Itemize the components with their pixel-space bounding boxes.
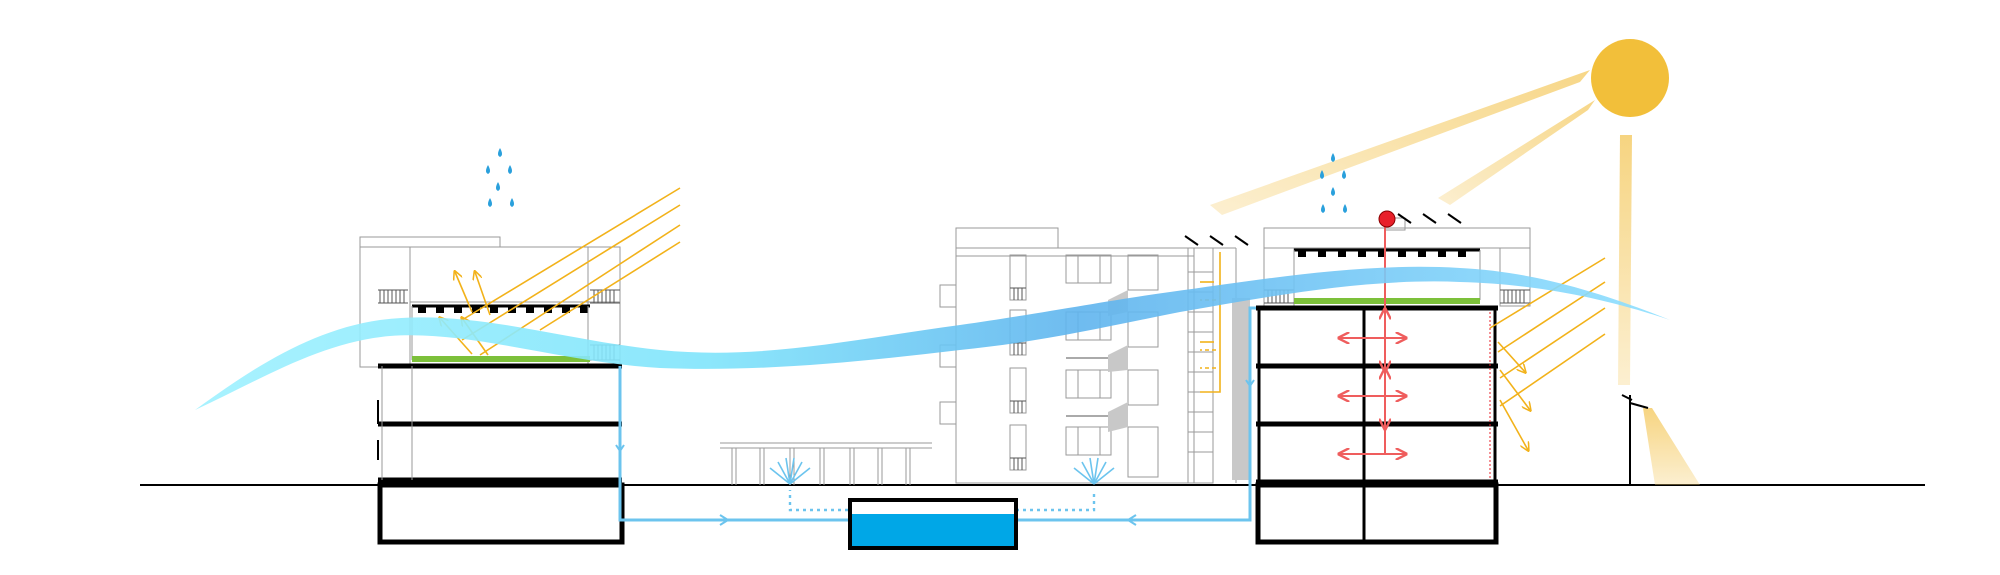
rain-right — [1320, 153, 1347, 213]
green-roof — [412, 356, 590, 362]
sun-ray — [1210, 70, 1590, 215]
left-building — [359, 236, 625, 545]
air-flow-band — [195, 266, 1670, 410]
water-pipe — [615, 306, 1256, 526]
daylight-rays-right — [1489, 257, 1606, 450]
heat-circulation — [1340, 222, 1405, 455]
street-lamp-icon — [1621, 394, 1700, 485]
basement-right — [1255, 482, 1499, 545]
basement-left — [377, 482, 625, 545]
sun-ray — [1618, 135, 1632, 385]
solar-panel-icon — [1293, 213, 1481, 300]
heat-node-icon — [1378, 210, 1396, 228]
irrigation-lines — [788, 490, 1096, 512]
sprinkler-icon — [769, 457, 1115, 485]
solar-panel-icon — [1184, 235, 1249, 246]
sun-ray — [1438, 100, 1595, 205]
daylight-vent-center — [1200, 252, 1221, 393]
center-building — [939, 227, 1237, 484]
center-railings — [1010, 287, 1111, 470]
rain-drops-icon — [486, 148, 1347, 213]
sun-group — [1210, 39, 1669, 385]
sun-icon — [1591, 39, 1669, 117]
rain-left — [486, 148, 514, 207]
green-roof — [1294, 298, 1480, 304]
cistern-icon — [848, 498, 1018, 550]
pergola — [720, 442, 932, 485]
right-building — [1255, 213, 1531, 545]
